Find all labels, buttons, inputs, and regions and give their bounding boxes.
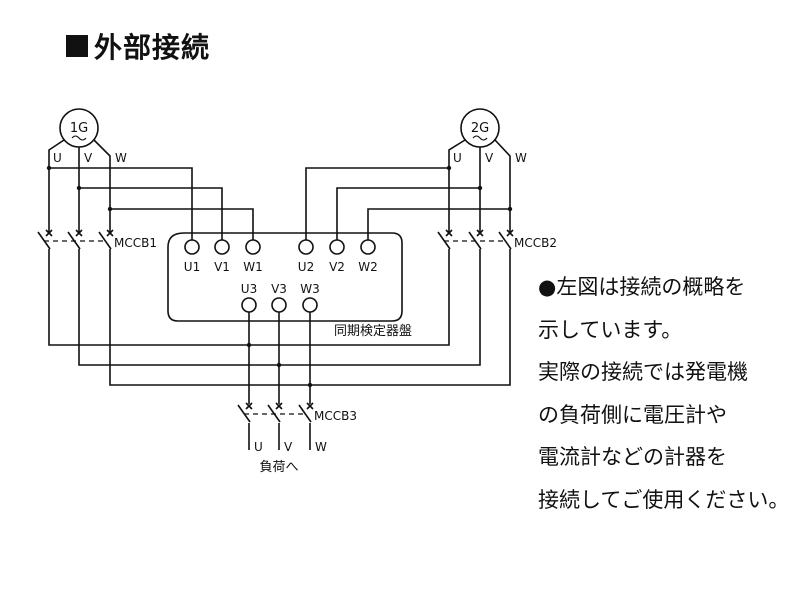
breaker-contact-x (275, 402, 283, 410)
breaker-contact-x (306, 402, 314, 410)
note-line: の負荷側に電圧計や (538, 402, 727, 427)
note-line: ●左図は接続の概略を (538, 275, 746, 299)
tap-wire (367, 208, 510, 240)
phase-lead (448, 139, 466, 233)
generator-label: 1G (70, 121, 88, 136)
terminal (184, 239, 200, 255)
phase-label: W (315, 440, 327, 454)
terminal-label: V1 (214, 260, 230, 274)
breaker-contact-x (476, 229, 484, 237)
terminal (245, 239, 261, 255)
breaker-contact-x (245, 402, 253, 410)
terminal-label: V2 (329, 260, 345, 274)
phase-label: W (515, 151, 527, 165)
junction-dot (76, 185, 82, 191)
junction-dot (276, 362, 282, 368)
breaker-contact-x (45, 229, 53, 237)
note-line: 示しています。 (538, 317, 683, 342)
junction-dot (107, 206, 113, 212)
terminal (214, 239, 230, 255)
tap-wire (336, 187, 480, 240)
terminal-label: U1 (184, 260, 200, 274)
terminal-label: W2 (358, 260, 378, 274)
load-label: 負荷へ (259, 460, 298, 475)
page-title: 外部接続 (66, 26, 210, 66)
note-line: 接続してご使用ください。 (538, 487, 790, 512)
tap-wire (79, 187, 223, 240)
tap-wire (305, 167, 449, 240)
phase-label: V (485, 151, 494, 165)
tilde-icon (472, 135, 488, 141)
junction-dot (307, 382, 313, 388)
phase-label: U (254, 440, 263, 454)
note-line: 電流計などの計器を (538, 445, 727, 469)
note-text: ●左図は接続の概略を 示しています。 実際の接続では発電機 の負荷側に電圧計や … (538, 266, 789, 521)
tilde-icon (71, 135, 87, 141)
phase-label: W (115, 151, 127, 165)
panel-label: 同期検定器盤 (334, 324, 412, 339)
terminal (329, 239, 345, 255)
terminal-label: W1 (243, 260, 263, 274)
page-title-text: 外部接続 (94, 31, 211, 64)
breaker-contact-x (106, 229, 114, 237)
terminal (271, 297, 287, 313)
breaker-label: MCCB1 (114, 236, 157, 250)
tap-wire (110, 208, 254, 240)
junction-dot (46, 165, 52, 171)
wires (37, 108, 514, 450)
junction-dot (507, 206, 513, 212)
sync-panel-box (167, 232, 403, 322)
junction-dot (477, 185, 483, 191)
square-bullet-icon (66, 35, 88, 57)
breaker-label: MCCB3 (314, 409, 357, 423)
breaker-blade (98, 231, 112, 250)
phase-label: V (284, 440, 293, 454)
terminal-label: V3 (271, 282, 287, 296)
breaker-contact-x (506, 229, 514, 237)
breaker-blade (298, 404, 312, 423)
terminal (241, 297, 257, 313)
terminal-label: U2 (298, 260, 314, 274)
junction-dot (446, 165, 452, 171)
phase-label: U (453, 151, 462, 165)
terminal (302, 297, 318, 313)
terminal (360, 239, 376, 255)
phase-lead (48, 139, 65, 233)
breaker-label: MCCB2 (514, 236, 557, 250)
phase-lead (93, 139, 111, 233)
terminal-label: U3 (241, 282, 257, 296)
generator-label: 2G (471, 121, 489, 136)
tap-wire (49, 167, 193, 240)
breaker-blade (498, 231, 512, 250)
phase-label: V (84, 151, 93, 165)
breaker-contact-x (445, 229, 453, 237)
terminal (298, 239, 314, 255)
terminal-label: W3 (300, 282, 320, 296)
breaker-contact-x (75, 229, 83, 237)
junction-dot (246, 342, 252, 348)
note-line: 実際の接続では発電機 (538, 360, 748, 384)
phase-label: U (53, 151, 62, 165)
phase-lead (494, 139, 511, 233)
